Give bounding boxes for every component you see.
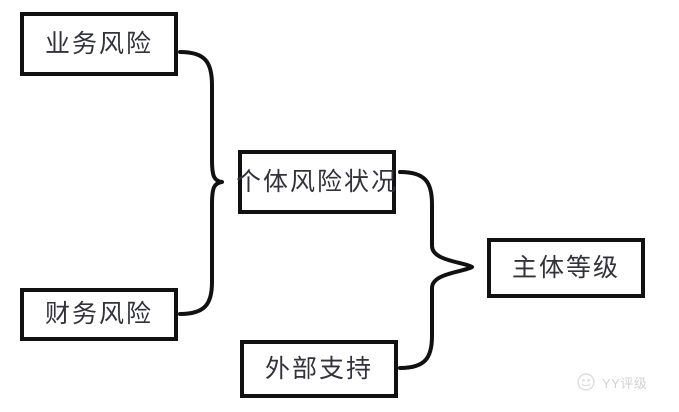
node-business-risk-label: 业务风险 (44, 30, 153, 58)
node-business-risk[interactable]: 业务风险 (20, 12, 178, 76)
node-financial-risk-label: 财务风险 (44, 301, 153, 328)
node-individual-risk-profile[interactable]: 个体风险状况 (236, 150, 399, 214)
node-financial-risk[interactable]: 财务风险 (20, 288, 178, 341)
brace-left (178, 50, 224, 316)
node-entity-rating[interactable]: 主体等级 (487, 238, 645, 298)
watermark-label: YY评级 (602, 375, 648, 391)
yy-circle-logo-icon (577, 373, 595, 391)
brace-right (398, 170, 474, 370)
node-individual-risk-profile-label: 个体风险状况 (236, 168, 399, 196)
node-external-support[interactable]: 外部支持 (240, 340, 398, 398)
node-entity-rating-label: 主体等级 (511, 254, 620, 282)
node-external-support-label: 外部支持 (264, 355, 373, 383)
watermark: YY评级 (576, 372, 647, 392)
